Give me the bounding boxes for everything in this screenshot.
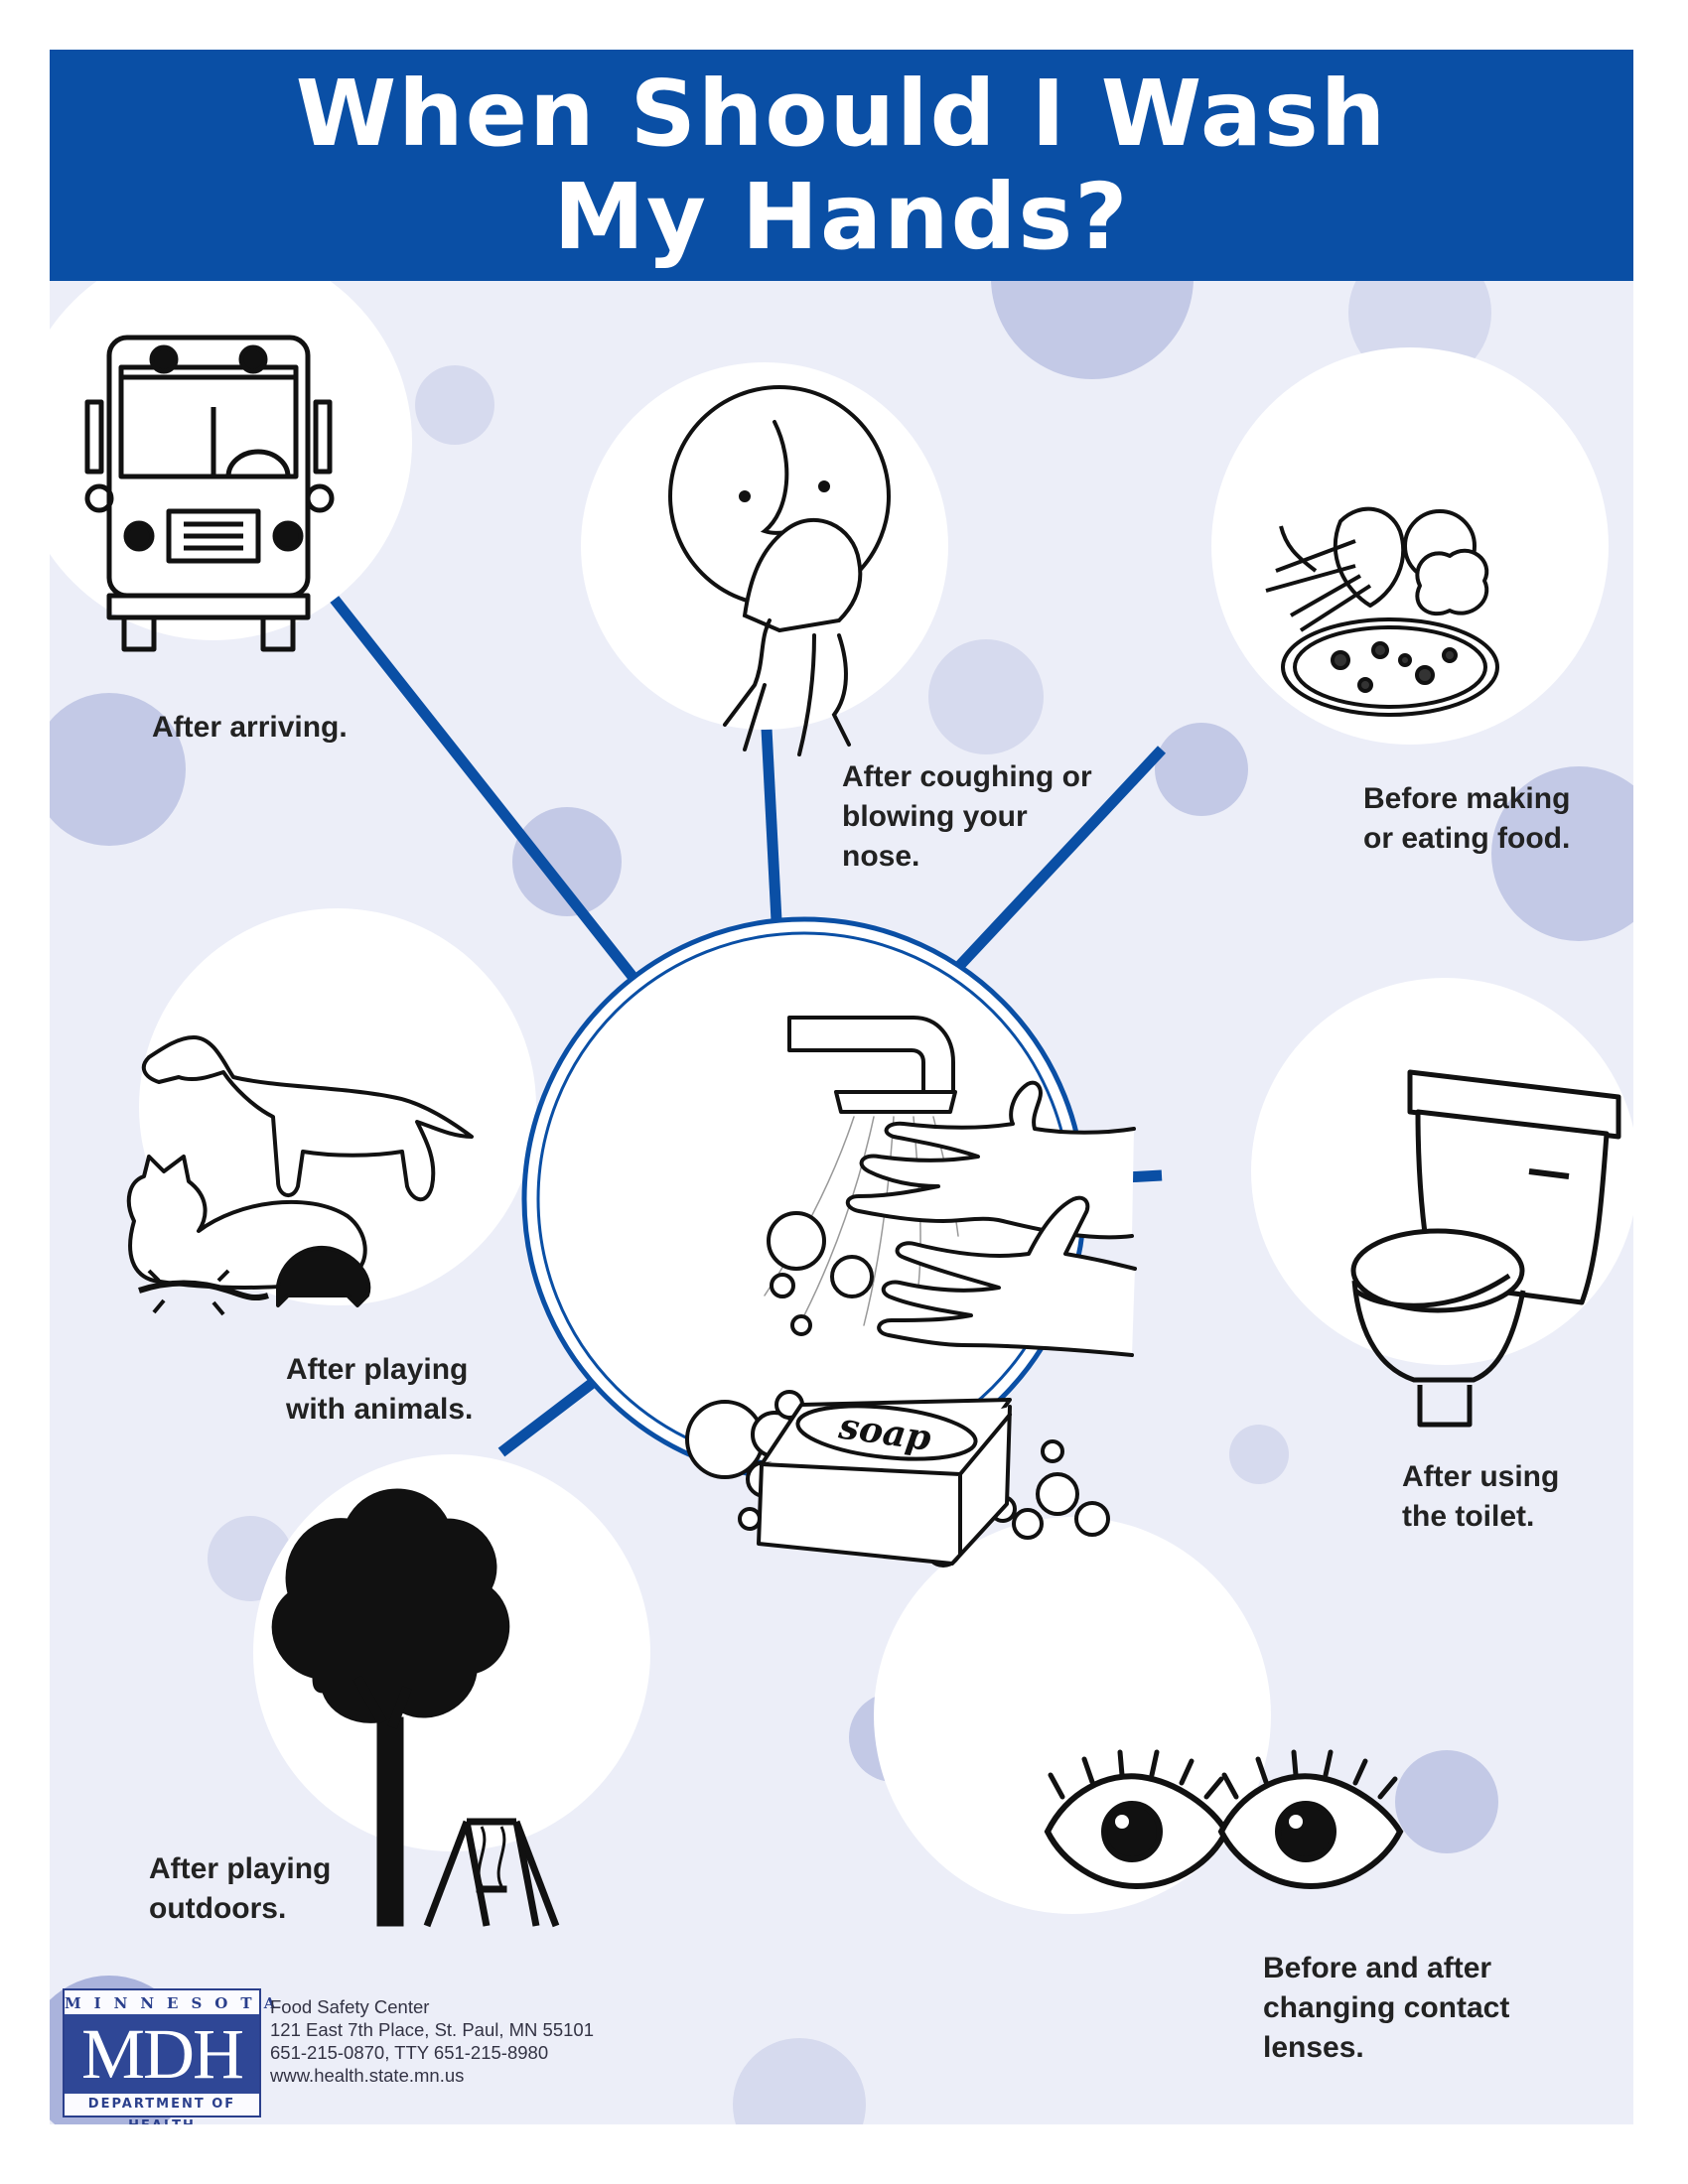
address-street: 121 East 7th Place, St. Paul, MN 55101 — [270, 2019, 594, 2040]
address-website[interactable]: www.health.state.mn.us — [270, 2065, 465, 2086]
eyes-icon — [1044, 1749, 1404, 1890]
caption-line: blowing your — [842, 800, 1028, 833]
spoke — [759, 689, 783, 941]
caption-toilet: After using the toilet. — [1402, 1457, 1559, 1537]
caption-food: Before making or eating food. — [1363, 779, 1570, 859]
handwashing-icon: soap — [685, 1016, 1137, 1568]
caption-line: After coughing or — [842, 760, 1092, 793]
caption-line: with animals. — [286, 1393, 474, 1426]
address-phone: 651-215-0870, TTY 651-215-8980 — [270, 2042, 549, 2063]
title-banner: When Should I Wash My Hands? — [50, 50, 1633, 281]
school-bus-icon — [84, 335, 335, 652]
tree-swing-icon — [271, 1488, 560, 1928]
caption-arriving: After arriving. — [152, 708, 348, 748]
caption-line: the toilet. — [1402, 1500, 1535, 1533]
spoke — [943, 746, 1167, 982]
title-line-1: When Should I Wash — [295, 60, 1388, 167]
toilet-icon — [1350, 1069, 1621, 1428]
bubble — [1229, 1425, 1289, 1484]
caption-coughing: After coughing or blowing your nose. — [842, 757, 1092, 877]
bubble — [512, 807, 622, 916]
title-line-2: My Hands? — [553, 163, 1130, 270]
caption-line: or eating food. — [1363, 822, 1571, 855]
food-icon — [1265, 506, 1499, 717]
address-org: Food Safety Center — [270, 1996, 430, 2017]
logo-state: MINNESOTA — [65, 1994, 289, 2012]
person-blowing-nose-icon — [668, 385, 891, 756]
spoke — [323, 587, 642, 987]
caption-line: After using — [1402, 1460, 1560, 1493]
page-title: When Should I Wash My Hands? — [50, 50, 1633, 281]
bubble — [733, 2038, 866, 2124]
caption-line: Before making — [1363, 782, 1571, 815]
caption-line: Before and after — [1263, 1952, 1492, 1984]
caption-animals: After playing with animals. — [286, 1350, 473, 1430]
caption-line: lenses. — [1263, 2031, 1364, 2064]
caption-line: After playing — [286, 1353, 469, 1386]
poster-illustration: soap — [50, 177, 1633, 2124]
bubble — [1491, 766, 1633, 941]
caption-line: outdoors. — [149, 1892, 287, 1925]
caption-line: changing contact — [1263, 1991, 1510, 2024]
contact-address: Food Safety Center 121 East 7th Place, S… — [270, 1995, 594, 2087]
bubble — [1155, 723, 1248, 816]
bubble — [50, 693, 186, 846]
bubble — [415, 365, 494, 445]
logo-initials: MDH — [65, 2014, 259, 2094]
caption-line: After playing — [149, 1852, 332, 1885]
logo-department: DEPARTMENT OF HEALTH — [87, 2097, 236, 2124]
bubble — [1395, 1750, 1498, 1853]
poster: soap When Should I Wash My Hands? After … — [50, 50, 1633, 2124]
caption-outdoors: After playing outdoors. — [149, 1849, 331, 1929]
bubble — [928, 639, 1044, 754]
animals-icon — [126, 1035, 474, 1316]
caption-line: After arriving. — [152, 711, 348, 744]
caption-line: nose. — [842, 840, 920, 873]
mdh-logo: MINNESOTA MDH DEPARTMENT OF HEALTH — [63, 1988, 289, 2124]
caption-lenses: Before and after changing contact lenses… — [1263, 1949, 1509, 2068]
